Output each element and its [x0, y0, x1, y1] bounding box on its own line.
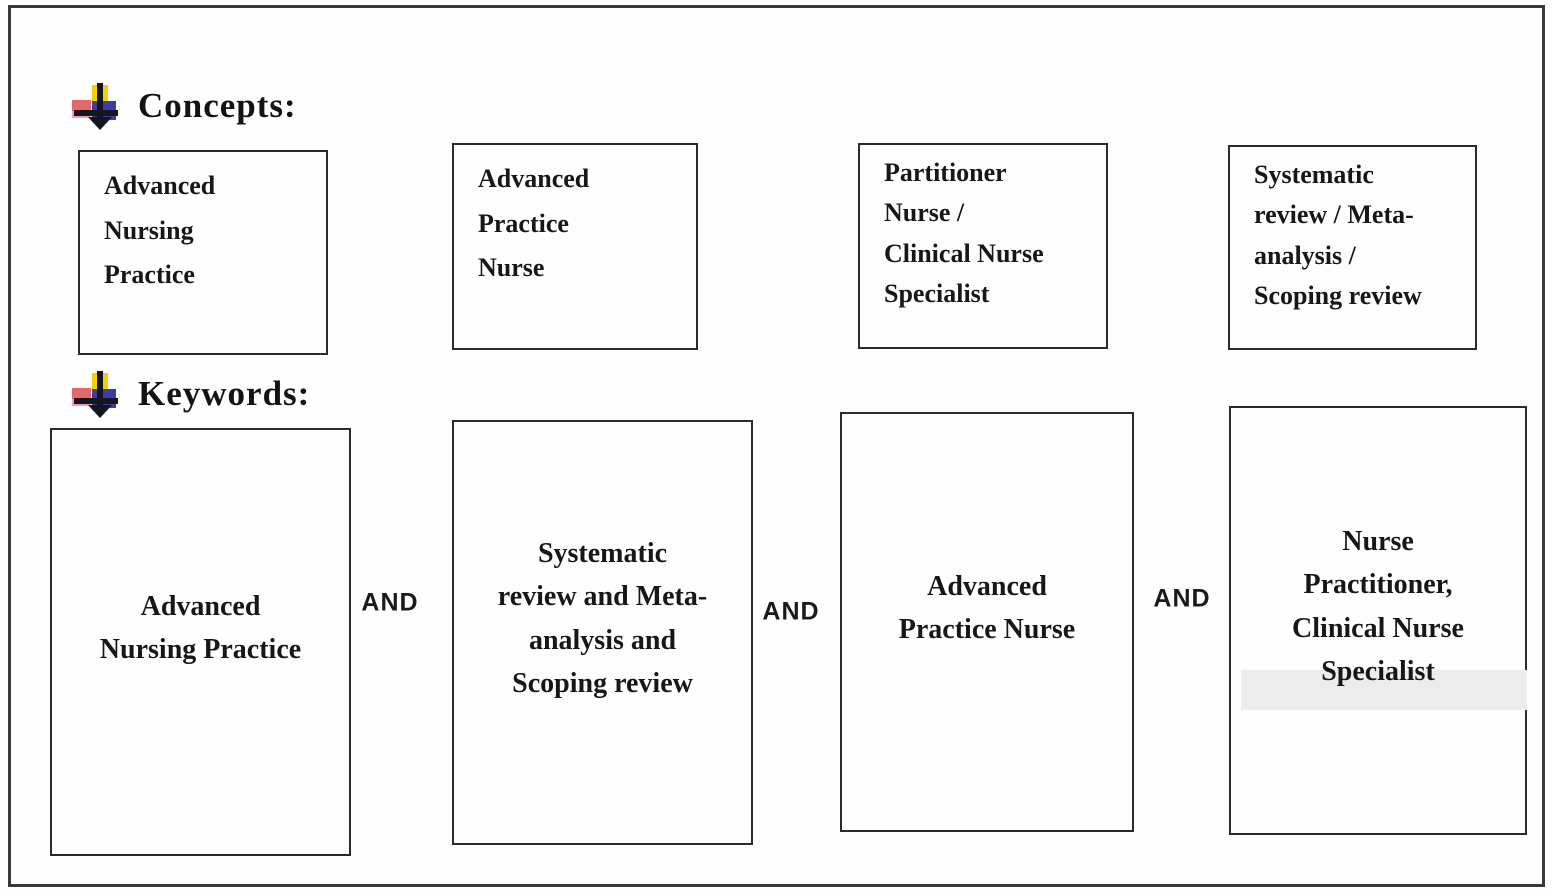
highlight-band [1241, 670, 1527, 710]
boolean-operator-and: AND [361, 588, 419, 617]
concept-box-text: Advanced Nursing Practice [104, 171, 216, 290]
keywords-heading-label: Keywords: [138, 374, 311, 413]
concept-box-advanced-practice-nurse: Advanced Practice Nurse [452, 143, 698, 350]
concept-box-advanced-nursing-practice: Advanced Nursing Practice [78, 150, 328, 355]
concept-box-text: Partitioner Nurse / Clinical Nurse Speci… [884, 158, 1044, 308]
concept-box-review-types: Systematic review / Meta- analysis / Sco… [1228, 145, 1477, 350]
keyword-box-text: Nurse Practitioner, Clinical Nurse Speci… [1292, 525, 1464, 687]
keyword-box-text: Systematic review and Meta- analysis and… [497, 537, 708, 699]
keyword-box-review-types: Systematic review and Meta- analysis and… [452, 420, 753, 845]
boolean-operator-and: AND [762, 597, 820, 626]
concept-box-text: Systematic review / Meta- analysis / Sco… [1254, 160, 1422, 310]
keyword-box-advanced-nursing-practice: Advanced Nursing Practice [50, 428, 351, 856]
keyword-box-advanced-practice-nurse: Advanced Practice Nurse [840, 412, 1134, 832]
keyword-box-text: Advanced Practice Nurse [898, 570, 1076, 645]
concept-box-text: Advanced Practice Nurse [478, 164, 590, 283]
boolean-operator-and: AND [1153, 584, 1211, 613]
concept-box-practitioner-clinical-nurse-specialist: Partitioner Nurse / Clinical Nurse Speci… [858, 143, 1108, 349]
concepts-heading: Concepts: [70, 80, 297, 132]
concepts-heading-label: Concepts: [138, 86, 297, 125]
down-arrow-bullet-icon [72, 83, 118, 130]
down-arrow-bullet-icon [72, 371, 118, 418]
keywords-heading: Keywords: [70, 368, 310, 420]
keyword-box-text: Advanced Nursing Practice [99, 590, 302, 665]
keyword-box-nurse-practitioner-clinical-nurse-specialist: Nurse Practitioner, Clinical Nurse Speci… [1229, 406, 1527, 835]
